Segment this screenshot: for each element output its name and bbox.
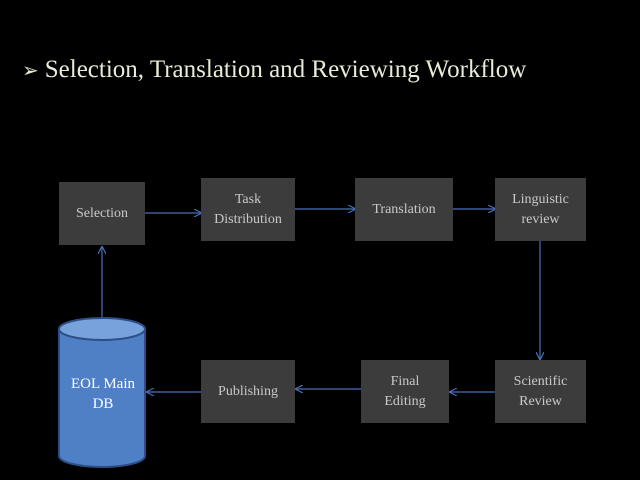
node-task-distribution-label: Task Distribution (214, 191, 282, 227)
node-translation: Translation (355, 178, 453, 241)
node-publishing-label: Publishing (218, 383, 278, 399)
node-final-editing: Final Editing (361, 360, 449, 423)
node-task-distribution: Task Distribution (201, 178, 295, 241)
node-linguistic-review-label: Linguistic review (512, 191, 569, 227)
node-scientific-review-label: Scientific Review (513, 373, 568, 409)
node-selection: Selection (59, 182, 145, 245)
node-scientific-review: Scientific Review (495, 360, 586, 423)
node-selection-label: Selection (75, 205, 129, 221)
node-translation-label: Translation (372, 201, 436, 217)
node-linguistic-review: Linguistic review (495, 178, 586, 241)
slide-title-text: Selection, Translation and Reviewing Wor… (44, 56, 527, 83)
database-cylinder (58, 317, 146, 468)
node-eol-main-db-label: EOL Main DB (70, 376, 135, 412)
slide-title: ➢ Selection, Translation and Reviewing W… (22, 56, 526, 84)
arrow-bullet-icon: ➢ (22, 59, 39, 82)
node-publishing: Publishing (201, 360, 295, 423)
node-final-editing-label: Final Editing (384, 373, 426, 409)
